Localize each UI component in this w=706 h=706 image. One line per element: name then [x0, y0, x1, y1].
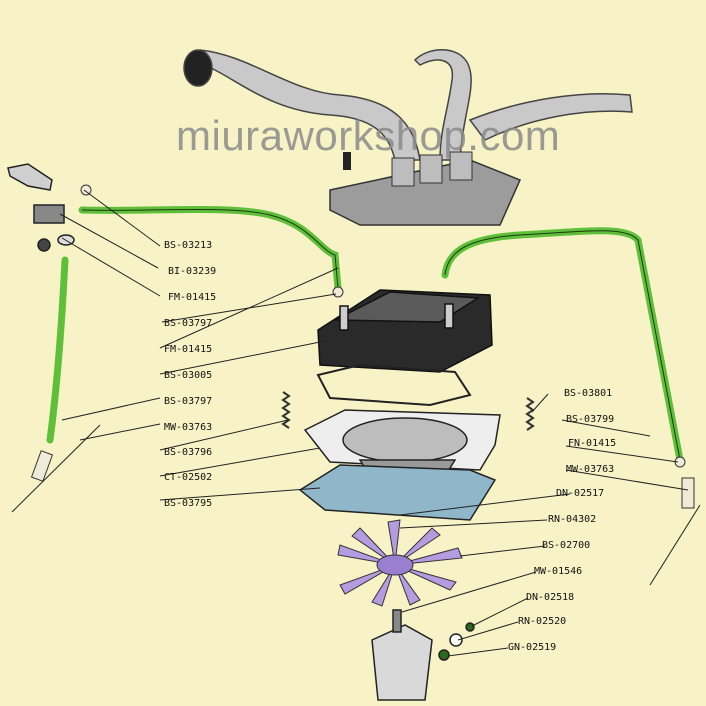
part-label: FN-01415 [568, 438, 617, 449]
watermark-text: miuraworkshop.com [176, 112, 561, 159]
part-label: FM-01415 [168, 292, 217, 303]
hose-outline [81, 208, 681, 461]
leader-lines [11, 189, 701, 657]
part-label: MW-03763 [164, 422, 213, 433]
part-label: RN-04302 [548, 514, 597, 525]
part-label: DN-02517 [556, 488, 605, 499]
fuel-valve-bracket [7, 163, 75, 252]
part-label: BS-03797 [164, 318, 213, 329]
part-label: RN-02520 [518, 616, 567, 627]
part-label: GN-02519 [508, 642, 557, 653]
part-label: MW-01546 [534, 566, 583, 577]
manifold-flange-plate [329, 151, 522, 226]
part-label: FM-01415 [164, 344, 213, 355]
part-label: BS-03801 [564, 388, 613, 399]
part-label: BS-03213 [164, 240, 213, 251]
air-box [317, 289, 493, 373]
fan-motor [371, 609, 475, 701]
fan-impeller [337, 519, 463, 607]
part-label: BS-03005 [164, 370, 213, 381]
gasket-frame [316, 363, 472, 407]
part-label: DN-02518 [526, 592, 575, 603]
grommets [30, 184, 695, 509]
springs [281, 391, 535, 431]
part-label: BS-03796 [164, 447, 213, 458]
part-label: BS-03799 [566, 414, 615, 425]
blue-gasket [298, 464, 497, 521]
part-label: BI-03239 [168, 266, 217, 277]
part-label: MW-03763 [566, 464, 615, 475]
part-label: BS-03795 [164, 498, 213, 509]
part-label: CT-02502 [164, 472, 213, 483]
part-label: BS-02700 [542, 540, 591, 551]
exhaust-manifold [183, 49, 633, 161]
part-label: BS-03797 [164, 396, 213, 407]
